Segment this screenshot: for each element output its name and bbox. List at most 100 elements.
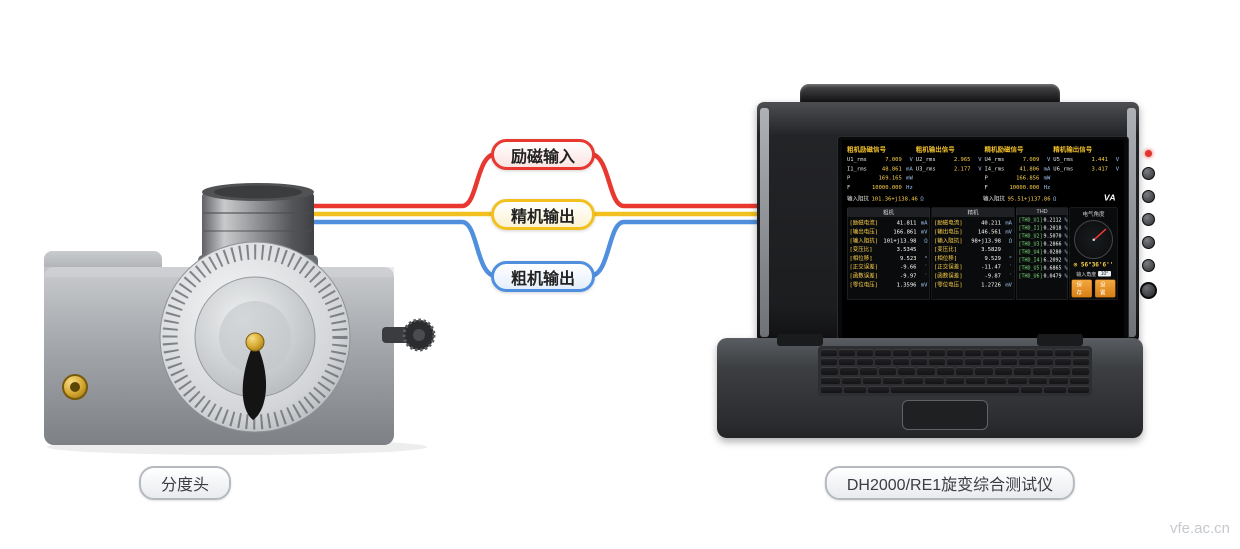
panel-unit [917, 245, 928, 254]
panel-label: [正交误差] [934, 263, 963, 271]
key [983, 349, 999, 357]
panel-label: [THD_I1] [1018, 225, 1043, 232]
pill-coarse-output: 粗机输出 [491, 261, 595, 292]
key [1020, 385, 1043, 394]
signal-unit: Hz [1043, 184, 1051, 191]
side-rail [1127, 108, 1136, 337]
signal-value: 169.165 [878, 174, 902, 182]
key [983, 358, 999, 366]
brand-logo: VA [1103, 193, 1116, 203]
angle-value: 56°36'6'' [1080, 261, 1114, 269]
panel-label: [输出电压] [849, 228, 879, 236]
angle-input-box: 10° [1098, 271, 1111, 277]
panel-value: 3.5345 [896, 246, 917, 253]
key [1019, 349, 1035, 357]
panel-unit: mV [920, 281, 928, 288]
key [1067, 385, 1089, 394]
signal-unit: mA [1043, 165, 1051, 172]
key [1073, 358, 1089, 366]
key [1001, 358, 1017, 366]
crank-pin [245, 332, 265, 352]
panel-button [1141, 213, 1155, 226]
panel-unit: % [1064, 217, 1068, 224]
key [994, 367, 1012, 375]
angle-dial [1074, 220, 1113, 260]
signal-label: U5_rms [1053, 156, 1074, 163]
impedance-value: 95.51+j137.86 [1007, 195, 1051, 202]
key [857, 349, 873, 357]
panel-label: [零位电压] [934, 281, 963, 288]
panel-row: [相位移]9.529° [934, 254, 1012, 263]
panel-value: -9.87 [984, 272, 1001, 280]
gauge-buttons: 保存 设置 [1071, 279, 1116, 298]
signal-value: 7.009 [885, 156, 902, 163]
signal-unit: V [1115, 165, 1119, 172]
panel-value: 0.2018 [1043, 225, 1062, 232]
signal-value: 10000.000 [1009, 184, 1040, 191]
impedance-unit: Ω [920, 195, 924, 202]
panel-unit: ′ [1008, 272, 1012, 280]
keyboard-row [821, 376, 1089, 384]
signal-label: I4_rms [984, 165, 1005, 172]
signal-value: 1.441 [1091, 156, 1108, 163]
panel-label: [函数误差] [934, 272, 963, 280]
signal-label: U4_rms [984, 156, 1005, 163]
signal-group-title: 精机输出信号 [1053, 146, 1093, 154]
panel-unit: mV [920, 228, 928, 236]
keyboard-row [821, 358, 1089, 366]
panel-row: [函数误差]-9.97′ [850, 272, 928, 281]
angle-input-row: 输入角度 10° [1076, 270, 1111, 278]
panel-title: 精机 [932, 208, 1014, 218]
panel-label: [THD_U2] [1018, 233, 1043, 240]
key [1052, 367, 1070, 375]
key [883, 376, 903, 384]
keyboard-row [821, 349, 1089, 357]
dial-graduations [162, 244, 348, 430]
panel-value: 9.5070 [1043, 233, 1062, 240]
key [821, 358, 837, 366]
panel-label: [变压比] [934, 246, 958, 253]
key [875, 358, 891, 366]
angle-icon: ⊙ [1073, 261, 1078, 269]
key [911, 358, 927, 366]
control-strip [1135, 150, 1161, 342]
panel-row: [相位移]9.523° [850, 254, 928, 263]
panel-value: 101+j13.98 [883, 237, 917, 244]
panel-unit: % [1064, 273, 1068, 280]
keyboard-deck [717, 334, 1143, 438]
signal-group-title: 精机励磁信号 [984, 146, 1024, 154]
panel-label: [函数误差] [849, 272, 879, 280]
panel-label: [相位移] [849, 254, 873, 262]
key [821, 385, 843, 394]
key [945, 376, 965, 384]
signal-label: P [984, 174, 988, 182]
key [893, 358, 909, 366]
signal-value: 41.806 [1019, 165, 1040, 172]
pill-excitation-input: 励磁输入 [491, 139, 595, 170]
key [911, 349, 927, 357]
panel-value: 0.0479 [1043, 273, 1062, 280]
signal-unit: mW [1043, 174, 1051, 182]
key [1007, 376, 1027, 384]
signal-group-title: 粗机励磁信号 [847, 146, 887, 154]
panel-value: 9.529 [984, 254, 1001, 262]
key [965, 358, 981, 366]
signal-unit: V [978, 156, 982, 163]
crank-handle [242, 341, 267, 420]
signal-value: 7.009 [1022, 156, 1040, 163]
key [859, 367, 877, 375]
panel-row: [THD_U4]0.0280% [1019, 249, 1068, 257]
panel-value: 9.523 [899, 254, 917, 262]
